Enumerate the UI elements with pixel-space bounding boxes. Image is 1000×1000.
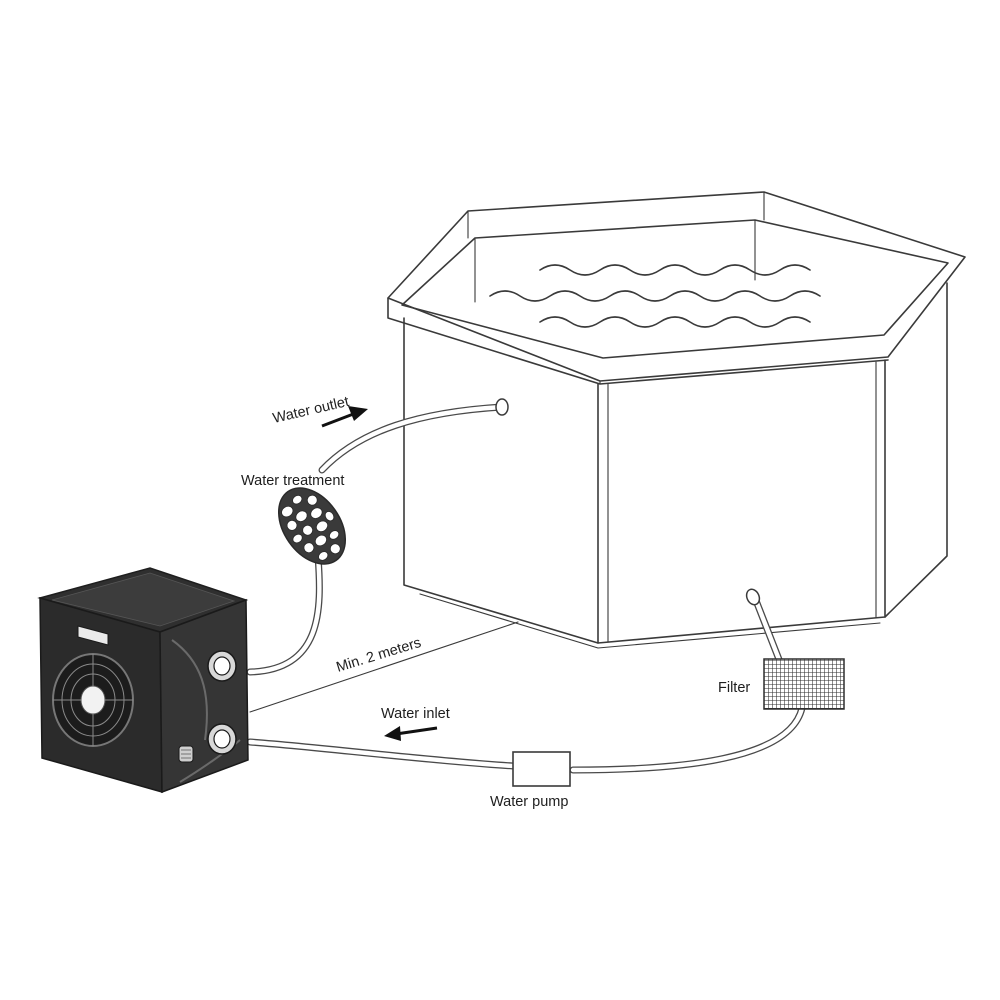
filter-label: Filter <box>718 680 750 696</box>
water-treatment-label: Water treatment <box>241 473 344 489</box>
water-treatment-unit <box>277 487 347 565</box>
water-inlet-label: Water inlet <box>381 706 450 722</box>
control-display <box>77 625 109 646</box>
fan-hub <box>80 685 106 715</box>
outlet-hose <box>246 398 509 676</box>
min-distance-line <box>249 621 519 713</box>
inlet-nozzle <box>745 588 761 606</box>
heat-pump-outlet-port <box>207 650 237 682</box>
above-ground-pool <box>387 191 966 649</box>
heat-pump-drain-fitting <box>178 745 194 763</box>
outlet-nozzle <box>495 398 509 416</box>
outlet-flow-arrow <box>321 406 368 428</box>
water-surface <box>489 264 821 328</box>
min-distance-label: Min. 2 meters <box>334 635 423 676</box>
inlet-flow-arrow <box>384 726 438 741</box>
heat-pump-unit <box>37 567 249 794</box>
water-outlet-label: Water outlet <box>271 394 350 427</box>
water-pump-unit <box>512 751 571 787</box>
heat-pump-inlet-port <box>207 723 237 755</box>
inlet-hose <box>246 588 806 774</box>
water-pump-label: Water pump <box>490 794 568 810</box>
filter-unit <box>763 658 845 710</box>
